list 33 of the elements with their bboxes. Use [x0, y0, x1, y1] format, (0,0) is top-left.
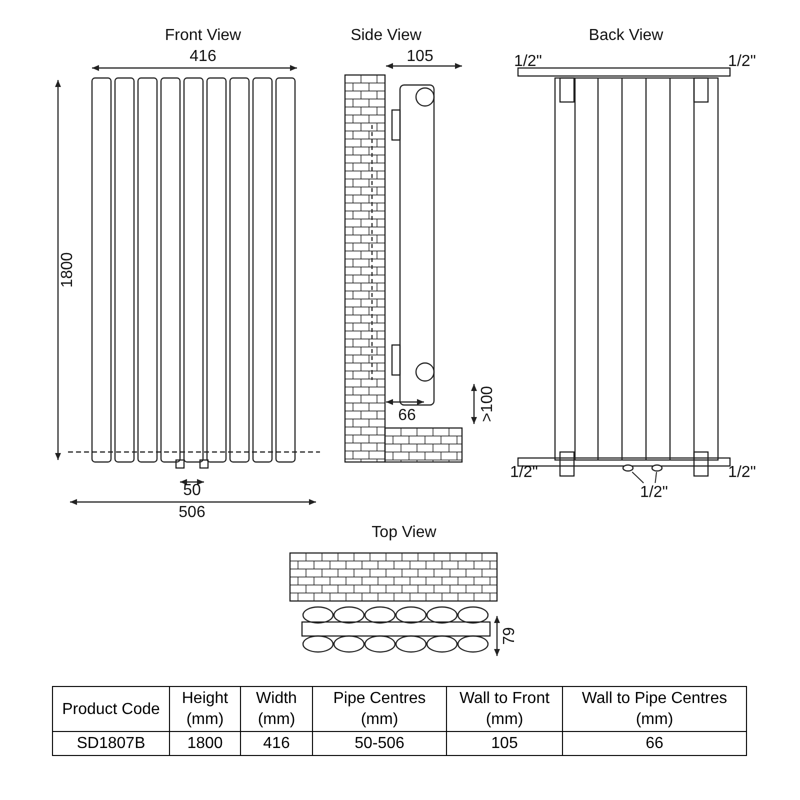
leader-line — [632, 472, 644, 484]
column-header: Pipe Centres (mm) — [312, 686, 446, 732]
view-title: Back View — [588, 27, 664, 45]
column-header: Width (mm) — [240, 686, 312, 732]
dimension-value: 79 — [501, 627, 519, 645]
column-header: Height (mm) — [170, 686, 240, 732]
dimension-value: >100 — [479, 386, 497, 422]
view-title: Side View — [350, 27, 422, 45]
view-title: Top View — [372, 524, 436, 542]
dimension-value: 1800 — [59, 252, 77, 288]
table-value: 105 — [446, 732, 562, 756]
table-value: 66 — [562, 732, 746, 756]
table-value: 1800 — [170, 732, 240, 756]
leader-line — [654, 472, 658, 484]
column-header: Wall to Pipe Centres (mm) — [562, 686, 746, 732]
column-header: Product Code — [52, 686, 170, 732]
dimension-value: 416 — [190, 48, 216, 66]
column-header: Wall to Front (mm) — [446, 686, 562, 732]
table-value: SD1807B — [52, 732, 170, 756]
valve — [651, 464, 663, 472]
dimension-value: 50 — [183, 482, 201, 500]
callout-label: 1/2" — [640, 484, 668, 502]
valve — [622, 464, 634, 472]
pipe-size-label: 1/2" — [728, 53, 756, 71]
pipe-size-label: 1/2" — [728, 464, 756, 482]
table-value: 50-506 — [312, 732, 446, 756]
pipe-size-label: 1/2" — [510, 464, 538, 482]
pipe-size-label: 1/2" — [514, 53, 542, 71]
dimension-value: 506 — [178, 504, 206, 522]
dimension-value: 105 — [406, 48, 434, 66]
dimension-value: 66 — [398, 407, 416, 425]
view-title: Front View — [164, 27, 242, 45]
table-value: 416 — [240, 732, 312, 756]
